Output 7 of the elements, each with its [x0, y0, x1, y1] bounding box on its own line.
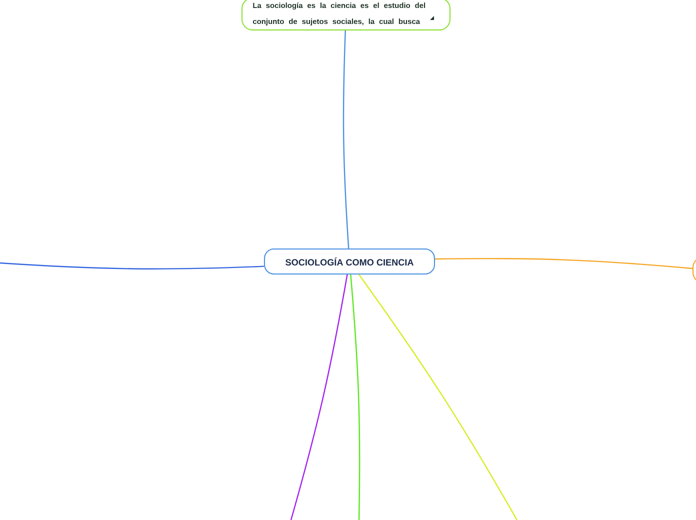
- connector-line: [435, 258, 693, 270]
- connector-line: [0, 262, 264, 270]
- connector-line: [342, 30, 350, 248]
- connector-line: [358, 274, 518, 520]
- connector-line: [350, 274, 360, 520]
- topic-box: SOCIOLOGÍA COMO CIENCIA: [264, 248, 436, 275]
- connector-line: [290, 274, 348, 520]
